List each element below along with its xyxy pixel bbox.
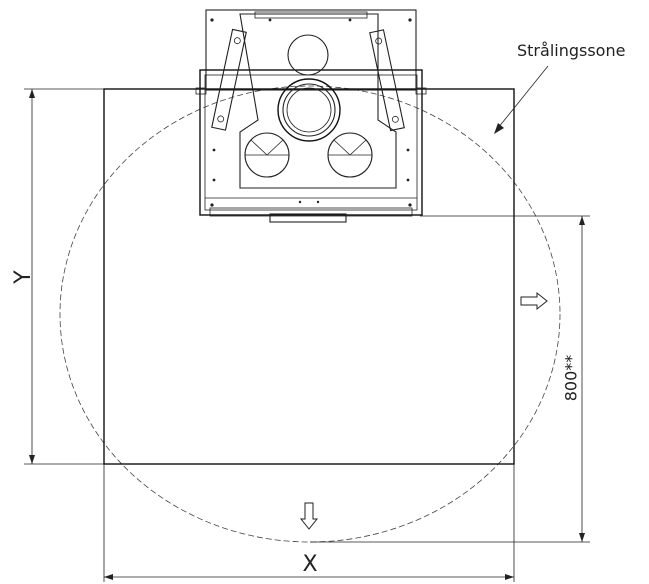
outline-arrow-down-icon — [299, 502, 319, 530]
floor-plate — [103, 88, 515, 465]
dimension-y — [24, 88, 104, 465]
dimension-800-label: 800** — [562, 355, 581, 402]
radiation-zone-leader — [494, 65, 549, 134]
outline-arrow-right-icon — [520, 291, 548, 311]
dimension-800 — [310, 215, 590, 543]
dimension-x-label: X — [302, 552, 317, 577]
dimension-x — [103, 464, 515, 582]
dimension-y-label: Y — [11, 270, 36, 285]
radiation-zone-circle — [59, 85, 561, 543]
stove-top-view-icon — [195, 9, 427, 223]
radiation-zone-label: Strålingssone — [517, 41, 625, 60]
